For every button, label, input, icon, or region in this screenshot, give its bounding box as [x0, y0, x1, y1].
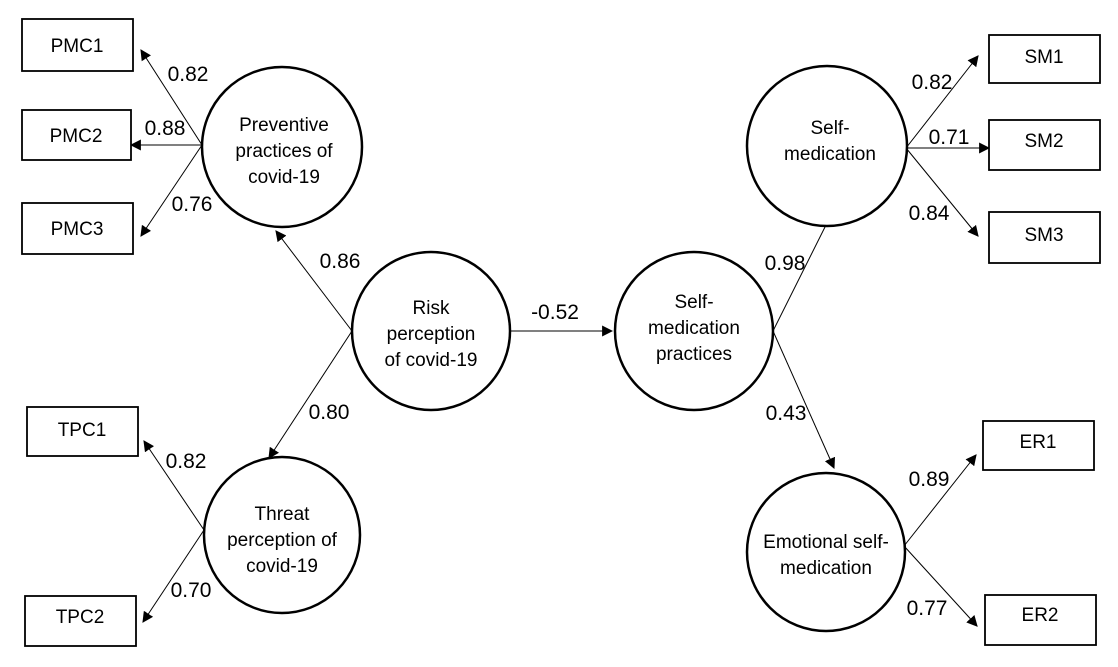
latent-preventive-practices: Preventive practices of covid-19: [200, 65, 364, 229]
latent-label-line: Risk: [413, 298, 450, 319]
latent-label-line: Preventive: [239, 115, 329, 136]
coef-sm3: 0.84: [909, 202, 950, 225]
indicator-pmc3: PMC3: [21, 202, 134, 255]
coef-practices-emotional: 0.43: [766, 402, 807, 425]
indicator-label: SM2: [1024, 131, 1063, 152]
latent-label-line: practices: [656, 344, 732, 365]
coef-risk-practices: -0.52: [531, 301, 579, 324]
path-risk-preventive: [275, 230, 353, 332]
coef-pmc3: 0.76: [172, 193, 213, 216]
coef-er1: 0.89: [909, 468, 950, 491]
path-emotional-er2: [903, 545, 978, 627]
indicator-sm2: SM2: [988, 119, 1101, 171]
coef-sm2: 0.71: [929, 126, 970, 149]
latent-label-line: Threat: [255, 504, 311, 525]
coef-practices-selfmed: 0.98: [765, 252, 806, 275]
latent-label-line: practices of: [235, 141, 333, 162]
coef-er2: 0.77: [907, 597, 948, 620]
indicator-label: PMC2: [50, 126, 103, 147]
latent-label-line: perception of: [227, 530, 338, 551]
indicator-sm1: SM1: [988, 34, 1101, 84]
indicator-er2: ER2: [984, 594, 1097, 646]
latent-threat-perception: Threat perception of covid-19: [202, 455, 362, 615]
coef-risk-preventive: 0.86: [320, 250, 361, 273]
indicator-tpc2: TPC2: [24, 595, 137, 647]
indicator-label: SM1: [1024, 47, 1063, 68]
latent-label-line: Self-: [810, 118, 849, 139]
indicator-er1: ER1: [982, 420, 1095, 471]
path-risk-threat: [268, 330, 353, 459]
indicator-label: PMC1: [51, 36, 104, 57]
indicator-sm3: SM3: [988, 211, 1101, 264]
path-preventive-pmc1: [140, 49, 203, 146]
path-selfmed-sm1: [905, 55, 979, 149]
path-emotional-er1: [903, 454, 977, 547]
latent-label-line: medication: [780, 558, 872, 579]
path-selfmed-sm3: [905, 147, 979, 237]
latent-risk-perception: Risk perception of covid-19: [350, 250, 512, 412]
path-threat-tpc1: [143, 440, 205, 531]
latent-self-medication-practices: Self- medication practices: [613, 250, 775, 412]
coef-tpc1: 0.82: [166, 450, 207, 473]
indicator-label: ER2: [1022, 605, 1059, 626]
latent-label-line: of covid-19: [385, 350, 478, 371]
coef-pmc1: 0.82: [168, 63, 209, 86]
coef-risk-threat: 0.80: [309, 401, 350, 424]
indicator-label: PMC3: [51, 219, 104, 240]
path-practices-emotional: [772, 330, 835, 470]
latent-emotional-self-medication: Emotional self- medication: [745, 471, 907, 633]
coef-sm1: 0.82: [912, 71, 953, 94]
latent-label-line: covid-19: [246, 556, 318, 577]
path-threat-tpc2: [142, 529, 205, 623]
coef-pmc2: 0.88: [145, 117, 186, 140]
path-preventive-pmc3: [140, 144, 203, 237]
indicator-pmc2: PMC2: [21, 109, 132, 161]
indicator-tpc1: TPC1: [26, 406, 139, 457]
path-practices-selfmed: [772, 212, 833, 332]
indicator-label: ER1: [1020, 432, 1057, 453]
latent-label-line: Emotional self-: [763, 532, 889, 553]
indicator-pmc1: PMC1: [21, 18, 134, 72]
latent-label-line: perception: [387, 324, 476, 345]
latent-self-medication: Self- medication: [745, 64, 909, 228]
latent-label-line: medication: [784, 144, 876, 165]
indicator-label: TPC2: [56, 607, 105, 628]
indicator-label: SM3: [1024, 225, 1063, 246]
latent-label-line: medication: [648, 318, 740, 339]
indicator-label: TPC1: [58, 420, 107, 441]
latent-label-line: Self-: [674, 292, 713, 313]
coef-tpc2: 0.70: [171, 579, 212, 602]
latent-label-line: covid-19: [248, 167, 320, 188]
